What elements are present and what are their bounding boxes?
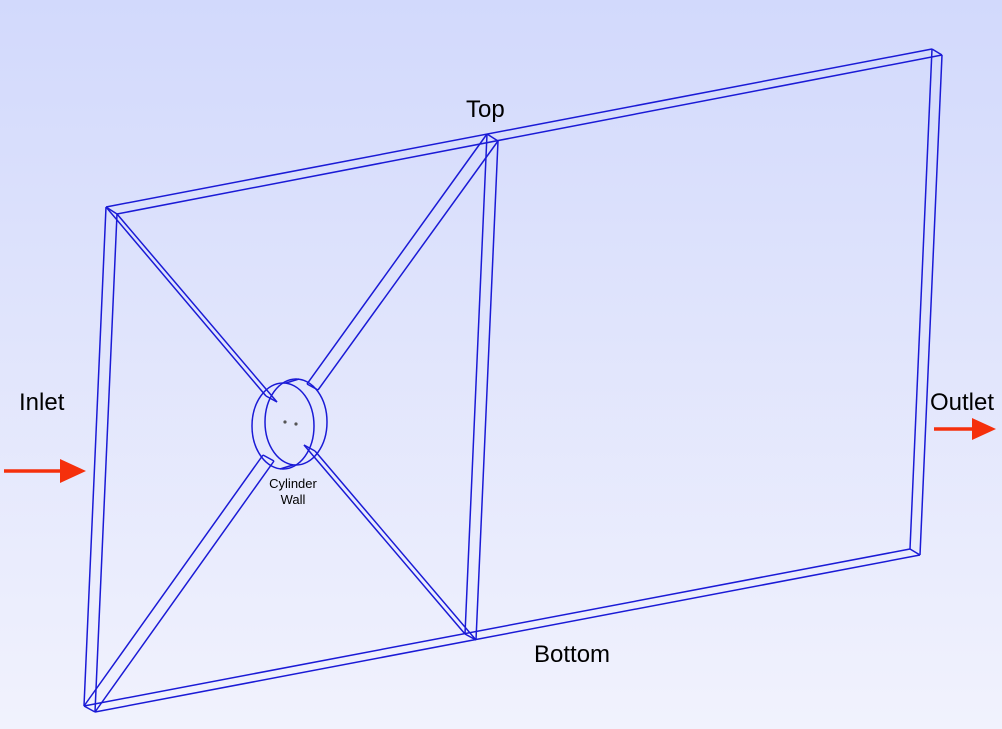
bottom-boundary-label: Bottom: [534, 641, 611, 668]
cylinder-label-line1: Cylinder: [269, 476, 317, 491]
block-edges: [83, 48, 943, 713]
cylinder-wall: [251, 378, 328, 470]
middle-divider-edge: [464, 133, 499, 641]
cylinder-center-marker: [283, 420, 298, 426]
inlet-arrow-icon: [4, 459, 86, 483]
diagonal-edge-upper-left: [105, 206, 278, 403]
outlet-boundary-label: Outlet: [930, 389, 995, 416]
inlet-boundary-edge: [83, 206, 118, 713]
inlet-boundary-label: Inlet: [19, 389, 65, 416]
outlet-boundary-edge: [909, 48, 943, 556]
diagonal-edge-lower-right: [303, 444, 477, 641]
top-boundary-edge: [105, 48, 943, 215]
cylinder-wall-label: Cylinder Wall: [258, 476, 328, 508]
outlet-arrow-icon: [934, 418, 996, 440]
cylinder-label-line2: Wall: [280, 492, 306, 507]
top-boundary-label: Top: [466, 96, 505, 123]
bottom-boundary-edge: [83, 548, 921, 713]
diagonal-edge-lower-left: [83, 454, 275, 713]
